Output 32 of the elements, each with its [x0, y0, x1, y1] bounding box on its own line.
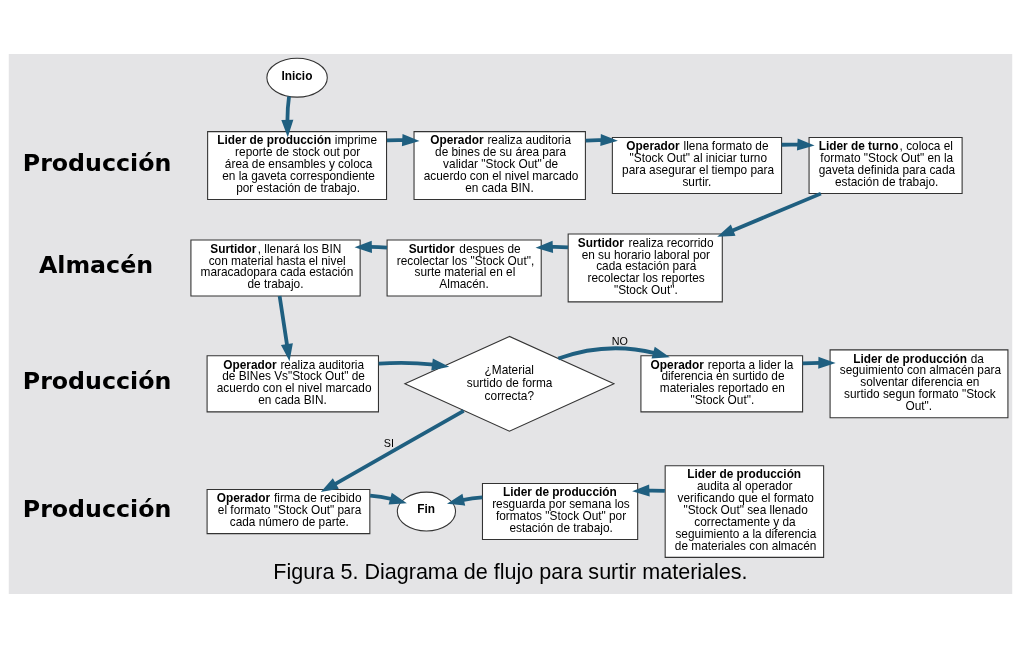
node-box: Operador realiza auditoria de bines de su área para validar "Stock Out" de acuerdo con el nivel marcado en cada BIN. [413, 130, 586, 200]
node-box: Lider de producción resguarda por semana los formatos "Stock Out" por estación de trabajo. [481, 482, 639, 540]
node-ellipse: Inicio [266, 57, 328, 98]
arrow [557, 345, 670, 360]
node-box: Lider de turno, coloca el formato "Stock Out" en la gaveta definida para cada estación de trabajo. [808, 136, 963, 194]
arrow [281, 95, 294, 137]
node-box: Lider de producción imprime reporte de stock out por área de ensambles y coloca en la gaveta correspondiente por estación de trabajo. [207, 130, 388, 200]
node-box: Operador realiza auditoria de BINes Vs"Stock Out" de acuerdo con el nivel marcado en cada BIN. [206, 354, 379, 412]
label: Almacén [38, 250, 154, 279]
label: Producción [22, 494, 172, 522]
label: Producción [22, 148, 172, 177]
node-box: Surtidor realiza recorrido en su horario laboral por cada estación para recolectar los reportes "Stock Out". [567, 232, 723, 302]
arrow [320, 408, 465, 492]
node-box: Lider de producción audita al operador verificando que el formato "Stock Out" sea llenado correctamente y da seguimiento a la diferencia de materiales con almacén [664, 464, 825, 558]
arrow [535, 240, 569, 253]
node-box: Surtidor, llenará los BIN con material hasta el nivel maracadopara cada estación de trabajo. [190, 238, 361, 297]
arrow [378, 358, 450, 370]
arrow [369, 492, 407, 504]
node-box: Surtidor despues de recolectar los "Stock Out", surte material en el Almacén. [386, 238, 542, 297]
node-box: Operador reporta a lider la diferencia en surtido de materiales reportado en "Stock Out". [640, 354, 804, 412]
node-ellipse: Fin [396, 491, 457, 531]
arrow [446, 493, 483, 506]
node-box: Lider de producción da seguimiento con almacén para solventar diferencia en surtido segun formato "Stock Out". [829, 348, 1009, 418]
node-box: Operador llena formato de "Stock Out" al iniciar turno para asegurar el tiempo para surtir. [611, 136, 783, 194]
caption: Figura 5. Diagrama de flujo para surtir materiales. [273, 558, 748, 584]
arrow [585, 133, 618, 146]
edge-label: SI [383, 436, 395, 449]
node-box: Operador firma de recibido el formato "Stock Out" para cada número de parte. [206, 488, 371, 534]
label: Producción [22, 366, 172, 395]
arrow [386, 133, 420, 146]
arrow [277, 295, 293, 361]
arrow [717, 191, 822, 237]
